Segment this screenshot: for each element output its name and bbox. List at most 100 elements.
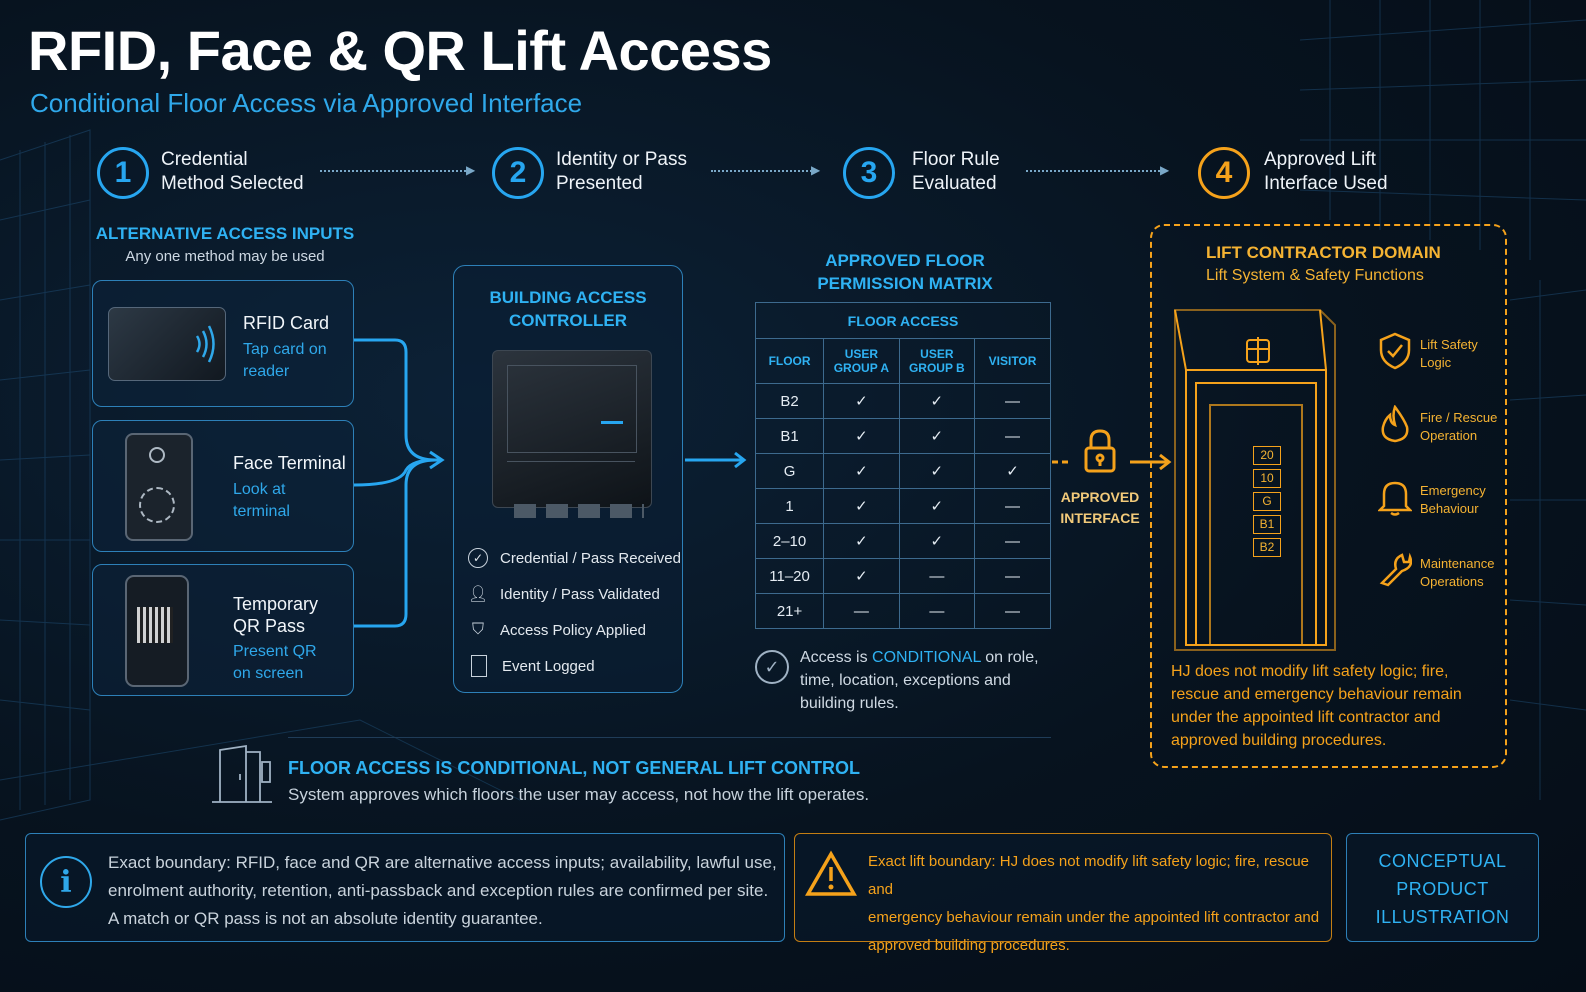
badge-text: CONCEPTUAL PRODUCT ILLUSTRATION bbox=[1347, 847, 1538, 931]
step-1-line2: Method Selected bbox=[161, 173, 304, 194]
badge-line: CONCEPTUAL bbox=[1378, 851, 1507, 871]
conceptual-badge: CONCEPTUAL PRODUCT ILLUSTRATION bbox=[1346, 833, 1539, 942]
access-cell: — bbox=[974, 383, 1051, 419]
access-cell: ✓ bbox=[823, 383, 900, 419]
matrix-row: B1✓✓— bbox=[754, 418, 1051, 454]
floor-cell: G bbox=[754, 453, 825, 489]
matrix-note-line3: building rules. bbox=[800, 695, 899, 712]
controller-heading-line2: CONTROLLER bbox=[508, 311, 628, 330]
check-circle-icon: ✓ bbox=[468, 548, 488, 568]
check-row: ⛉ Access Policy Applied bbox=[468, 612, 681, 648]
controller-heading-line1: BUILDING ACCESS bbox=[489, 288, 647, 307]
qr-code-icon bbox=[137, 607, 173, 643]
device-led bbox=[601, 421, 623, 424]
access-cell: ✓ bbox=[823, 558, 900, 594]
access-cell: — bbox=[974, 418, 1051, 454]
user-icon: 👤︎ bbox=[468, 586, 489, 603]
access-cell: ✓ bbox=[898, 453, 976, 489]
badge-line: ILLUSTRATION bbox=[1375, 907, 1510, 927]
inputs-subheading: Any one method may be used bbox=[125, 248, 325, 265]
check-row: Event Logged bbox=[468, 648, 681, 684]
arrowhead-icon: ▶ bbox=[466, 163, 476, 177]
qr-title-line2: QR Pass bbox=[233, 616, 306, 636]
step-2-number: 2 bbox=[492, 147, 544, 199]
qr-title: Temporary QR Pass bbox=[233, 593, 318, 637]
check-label: Access Policy Applied bbox=[500, 621, 646, 639]
lift-door-icon bbox=[212, 744, 272, 803]
step-3-label: Floor Rule Evaluated bbox=[912, 148, 1000, 196]
access-cell: ✓ bbox=[823, 523, 900, 559]
access-cell: — bbox=[974, 523, 1051, 559]
interface-connector bbox=[1052, 453, 1172, 471]
boundary-line: A match or QR pass is not an absolute id… bbox=[108, 909, 543, 928]
floor-button: 10 bbox=[1253, 469, 1281, 488]
face-title: Face Terminal bbox=[233, 453, 346, 473]
warning-icon bbox=[805, 850, 857, 896]
controller-check-list: ✓ Credential / Pass Received 👤︎ Identity… bbox=[468, 540, 681, 684]
lift-contractor-domain bbox=[1150, 224, 1507, 768]
rfid-title: RFID Card bbox=[243, 313, 330, 333]
boundary-line: Exact boundary: RFID, face and QR are al… bbox=[108, 853, 777, 872]
access-cell: ✓ bbox=[898, 383, 976, 419]
check-label: Identity / Pass Validated bbox=[500, 585, 660, 603]
step-4-number: 4 bbox=[1198, 147, 1250, 199]
boundary-text: Exact boundary: RFID, face and QR are al… bbox=[108, 849, 777, 933]
building-access-controller: BUILDING ACCESS CONTROLLER bbox=[453, 265, 683, 693]
face-sub-line1: Look at bbox=[233, 481, 286, 498]
qr-sub: Present QR on screen bbox=[233, 641, 317, 685]
step-connector-2 bbox=[711, 170, 815, 172]
floor-cell: 11–20 bbox=[754, 558, 825, 594]
check-row: ✓ Credential / Pass Received bbox=[468, 540, 681, 576]
boundary-line: enrolment authority, retention, anti-pas… bbox=[108, 881, 769, 900]
device-panel bbox=[507, 365, 637, 453]
matrix-row: 21+——— bbox=[754, 593, 1051, 629]
floor-cell: B2 bbox=[754, 383, 825, 419]
col-floor: FLOOR bbox=[754, 338, 825, 384]
step-4-line1: Approved Lift bbox=[1264, 149, 1376, 170]
inputs-heading: ALTERNATIVE ACCESS INPUTS bbox=[95, 224, 355, 243]
controller-device-icon bbox=[492, 350, 652, 508]
step-2-line2: Presented bbox=[556, 173, 643, 194]
access-cell: ✓ bbox=[898, 418, 976, 454]
access-cell: ✓ bbox=[823, 418, 900, 454]
qr-sub-line2: on screen bbox=[233, 665, 304, 682]
lift-boundary-line: approved building procedures. bbox=[868, 937, 1070, 954]
bell-icon bbox=[1378, 481, 1412, 516]
access-cell: ✓ bbox=[823, 488, 900, 524]
access-cell: ✓ bbox=[974, 453, 1051, 489]
matrix-row: G✓✓✓ bbox=[754, 453, 1051, 489]
rfid-card-icon bbox=[108, 307, 226, 381]
face-terminal-option: Face Terminal Look at terminal bbox=[92, 420, 354, 552]
matrix-group-header: FLOOR ACCESS bbox=[755, 302, 1051, 339]
rfid-card-option: RFID Card Tap card on reader bbox=[92, 280, 354, 407]
flame-icon bbox=[1381, 405, 1409, 443]
access-cell: — bbox=[898, 593, 976, 629]
conditional-banner-heading: FLOOR ACCESS IS CONDITIONAL, NOT GENERAL… bbox=[288, 758, 860, 778]
access-cell: ✓ bbox=[823, 453, 900, 489]
col-visitor: VISITOR bbox=[974, 338, 1051, 384]
badge-line: PRODUCT bbox=[1396, 879, 1489, 899]
step-3-line1: Floor Rule bbox=[912, 149, 1000, 170]
floor-button: 20 bbox=[1253, 446, 1281, 465]
qr-sub-line1: Present QR bbox=[233, 643, 317, 660]
access-cell: ✓ bbox=[898, 523, 976, 559]
matrix-heading-line1: APPROVED FLOOR bbox=[825, 251, 985, 270]
lift-domain-heading: LIFT CONTRACTOR DOMAIN bbox=[1206, 243, 1441, 262]
arrowhead-icon: ▶ bbox=[811, 163, 821, 177]
face-scan-icon bbox=[139, 487, 175, 523]
inputs-connector bbox=[353, 338, 445, 628]
step-4-line2: Interface Used bbox=[1264, 173, 1388, 194]
floor-cell: 1 bbox=[754, 488, 825, 524]
step-1-number: 1 bbox=[97, 147, 149, 199]
phone-icon bbox=[125, 575, 189, 687]
step-connector-1 bbox=[320, 170, 470, 172]
floor-button: B1 bbox=[1253, 515, 1281, 534]
check-row: 👤︎ Identity / Pass Validated bbox=[468, 576, 681, 612]
floor-cell: 2–10 bbox=[754, 523, 825, 559]
step-connector-3 bbox=[1026, 170, 1164, 172]
terminal-blocks bbox=[514, 504, 644, 518]
